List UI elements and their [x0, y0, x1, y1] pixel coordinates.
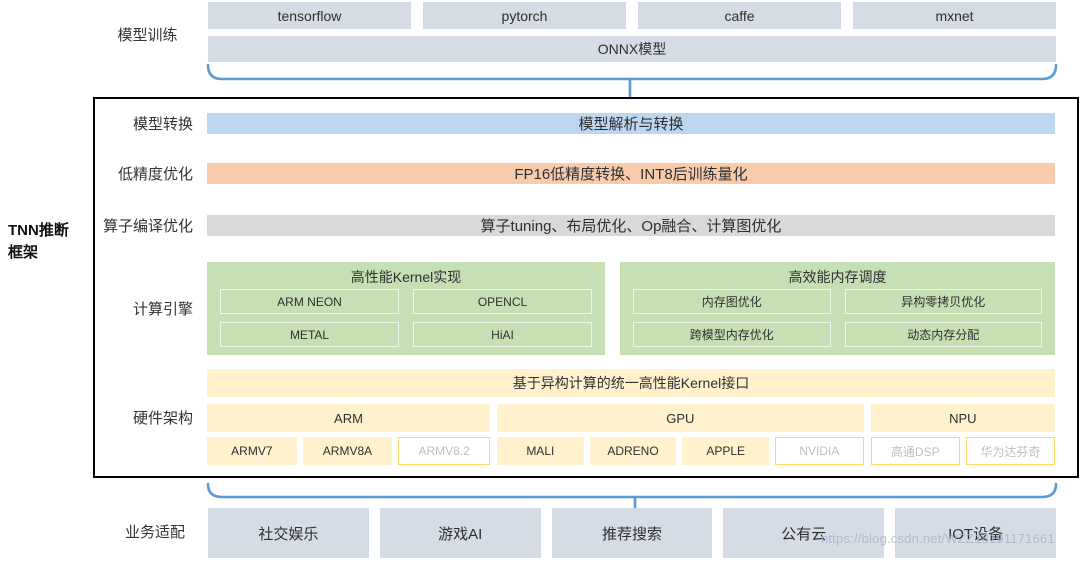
row-label-hardware-arch: 硬件架构: [132, 409, 193, 427]
framework-box-pytorch: pytorch: [423, 2, 626, 29]
row-label-model-conversion: 模型转换: [132, 115, 193, 133]
business-box-game-ai: 游戏AI: [379, 508, 541, 558]
hw-chip-armv7: ARMV7: [207, 437, 297, 465]
hw-chip-huawei-davinci: 华为达芬奇: [965, 437, 1056, 465]
framework-box-row: tensorflow pytorch caffe mxnet: [208, 2, 1056, 29]
hw-group-gpu-header: GPU: [496, 404, 864, 432]
unified-kernel-interface-bar: 基于异构计算的统一高性能Kernel接口: [207, 369, 1055, 397]
kernel-panel: 高性能Kernel实现 ARM NEON OPENCL METAL HiAI: [207, 262, 605, 355]
hw-group-arm-header: ARM: [207, 404, 490, 432]
top-brace-connector: [206, 63, 1058, 98]
kernel-chip-hiai: HiAI: [413, 322, 592, 347]
row-operator-compile: 算子编译优化 算子tuning、布局优化、Op融合、计算图优化: [95, 211, 1077, 240]
bottom-brace-connector: [206, 482, 1058, 510]
hw-chip-mali: MALI: [496, 437, 584, 465]
hw-group-arm: ARM ARMV7 ARMV8A ARMV8.2: [207, 404, 490, 465]
tnn-framework-frame: 模型转换 模型解析与转换 低精度优化 FP16低精度转换、INT8后训练量化 算…: [93, 97, 1079, 478]
onnx-model-bar: ONNX模型: [208, 36, 1056, 62]
business-section-label: 业务适配: [124, 524, 185, 541]
row-hardware-arch: 硬件架构 基于异构计算的统一高性能Kernel接口 ARM ARMV7 ARMV…: [95, 369, 1077, 465]
row-label-compute-engine: 计算引擎: [132, 301, 193, 318]
bar-model-parse-convert: 模型解析与转换: [207, 112, 1055, 134]
bar-operator-optimizations: 算子tuning、布局优化、Op融合、计算图优化: [207, 215, 1055, 236]
hw-chip-armv82: ARMV8.2: [398, 437, 490, 465]
memory-panel-title: 高效能内存调度: [788, 269, 887, 285]
memory-chip-zero-copy: 异构零拷贝优化: [844, 289, 1042, 314]
hw-group-gpu: GPU MALI ADRENO APPLE NVIDIA: [496, 404, 864, 465]
row-label-operator-compile: 算子编译优化: [102, 218, 193, 235]
training-section-label: 模型训练: [117, 27, 178, 44]
framework-box-tensorflow: tensorflow: [208, 2, 411, 29]
row-compute-engine: 计算引擎 高性能Kernel实现 ARM NEON OPENCL METAL H…: [95, 262, 1077, 355]
memory-chip-graph-opt: 内存图优化: [633, 289, 831, 314]
memory-chip-cross-model: 跨模型内存优化: [633, 322, 831, 347]
hw-chip-qualcomm-dsp: 高通DSP: [870, 437, 960, 465]
business-box-recommend-search: 推荐搜索: [551, 508, 713, 558]
tnn-framework-title: TNN推断 框架: [8, 220, 92, 264]
kernel-chip-arm-neon: ARM NEON: [220, 289, 399, 314]
hw-group-npu: NPU 高通DSP 华为达芬奇: [870, 404, 1056, 465]
memory-chip-dynamic-alloc: 动态内存分配: [844, 322, 1042, 347]
kernel-chip-opencl: OPENCL: [413, 289, 592, 314]
row-low-precision: 低精度优化 FP16低精度转换、INT8后训练量化: [95, 159, 1077, 188]
compute-engine-panels: 高性能Kernel实现 ARM NEON OPENCL METAL HiAI 高…: [207, 262, 1055, 355]
row-label-low-precision: 低精度优化: [117, 166, 193, 183]
hardware-groups: ARM ARMV7 ARMV8A ARMV8.2 GPU MALI A: [207, 404, 1056, 465]
business-box-iot: IOT设备: [895, 508, 1056, 558]
business-box-social: 社交娱乐: [208, 508, 369, 558]
hw-group-npu-chips: 高通DSP 华为达芬奇: [870, 437, 1056, 465]
hw-chip-apple: APPLE: [682, 437, 769, 465]
hw-group-npu-header: NPU: [870, 404, 1056, 432]
kernel-chip-metal: METAL: [220, 322, 399, 347]
hw-group-gpu-chips: MALI ADRENO APPLE NVIDIA: [496, 437, 864, 465]
row-model-conversion: 模型转换 模型解析与转换: [95, 109, 1077, 137]
tnn-framework-title-line1: TNN推断: [8, 222, 69, 239]
hw-chip-adreno: ADRENO: [589, 437, 677, 465]
hardware-section: 基于异构计算的统一高性能Kernel接口 ARM ARMV7 ARMV8A AR…: [207, 369, 1056, 465]
memory-panel: 高效能内存调度 内存图优化 异构零拷贝优化 跨模型内存优化 动态内存分配: [620, 262, 1055, 355]
framework-box-mxnet: mxnet: [853, 2, 1056, 29]
hw-group-arm-chips: ARMV7 ARMV8A ARMV8.2: [207, 437, 490, 465]
hw-chip-nvidia: NVIDIA: [775, 437, 864, 465]
business-box-public-cloud: 公有云: [723, 508, 885, 558]
framework-box-caffe: caffe: [638, 2, 841, 29]
kernel-panel-grid: ARM NEON OPENCL METAL HiAI: [220, 289, 592, 347]
memory-panel-grid: 内存图优化 异构零拷贝优化 跨模型内存优化 动态内存分配: [633, 289, 1042, 347]
business-box-row: 社交娱乐 游戏AI 推荐搜索 公有云 IOT设备: [208, 508, 1056, 558]
bar-fp16-int8: FP16低精度转换、INT8后训练量化: [207, 163, 1055, 184]
tnn-framework-title-line2: 框架: [8, 243, 39, 261]
hw-chip-armv8a: ARMV8A: [302, 437, 393, 465]
kernel-panel-title: 高性能Kernel实现: [350, 269, 462, 285]
csdn-watermark: https://blog.csdn.net/WZZ18191171661: [821, 531, 1055, 546]
